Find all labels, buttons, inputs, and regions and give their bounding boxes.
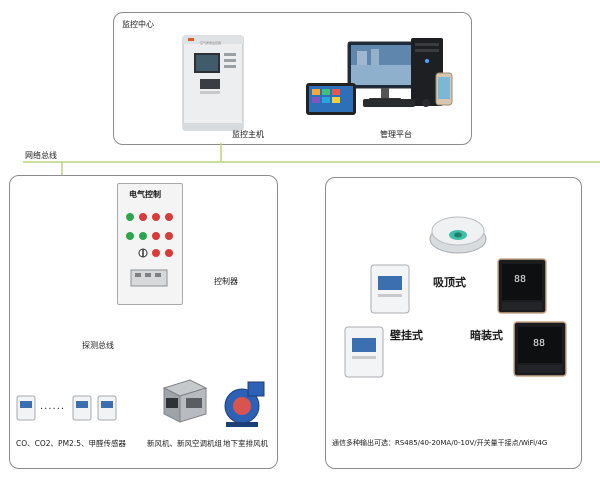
management-platform-label: 管理平台 xyxy=(380,130,412,139)
controller-label: 控制器 xyxy=(214,277,238,286)
communication-options-label: 通信多种输出可选：RS485/40-20MA/0-10V/开关量干接点/WiFi… xyxy=(332,439,548,447)
tablet-icon xyxy=(306,83,356,115)
keyboard-icon xyxy=(363,99,415,107)
phone-icon xyxy=(435,72,453,106)
monitor-host-label: 监控主机 xyxy=(232,130,264,139)
probe-bus-label: 探测总线 xyxy=(82,341,114,350)
electrical-control-title: 电气控制 xyxy=(129,190,161,199)
sensor-unit-3 xyxy=(97,395,117,421)
monitor-host-cabinet xyxy=(182,35,244,131)
thermostat-1-reading: 88 xyxy=(514,274,527,285)
ceiling-detector-icon xyxy=(429,216,487,254)
exhaust-fan-icon xyxy=(224,381,265,427)
wall-mount-label: 壁挂式 xyxy=(390,329,423,342)
mouse-icon xyxy=(422,99,430,107)
exhaust-fan-label: 地下室排风机 xyxy=(223,439,268,448)
monitor-host-panel-brand: 空气质量监控器 xyxy=(200,41,222,45)
computer-tower-icon xyxy=(411,38,443,106)
sensor-dots: ...... xyxy=(40,401,66,412)
sensors-label: CO、CO2、PM2.5、甲醛传感器 xyxy=(16,439,126,448)
concealed-thermostat-2-icon xyxy=(513,321,567,377)
ceiling-mount-label: 吸顶式 xyxy=(433,276,466,289)
wall-mount-unit-2-icon xyxy=(344,326,384,378)
thermostat-2-reading: 88 xyxy=(533,338,546,349)
wall-mount-unit-icon xyxy=(370,264,410,314)
fresh-air-unit-icon xyxy=(162,379,208,423)
monitoring-center-title: 监控中心 xyxy=(122,20,154,29)
sensor-unit-1 xyxy=(16,395,36,421)
concealed-thermostat-1-icon xyxy=(497,258,547,314)
concealed-mount-label: 暗装式 xyxy=(470,329,503,342)
control-indicator-lights xyxy=(126,213,173,287)
network-bus-label: 网络总线 xyxy=(25,151,57,160)
sensor-unit-2 xyxy=(72,395,92,421)
fresh-air-unit-label: 新风机、新风空调机组 xyxy=(147,439,222,448)
